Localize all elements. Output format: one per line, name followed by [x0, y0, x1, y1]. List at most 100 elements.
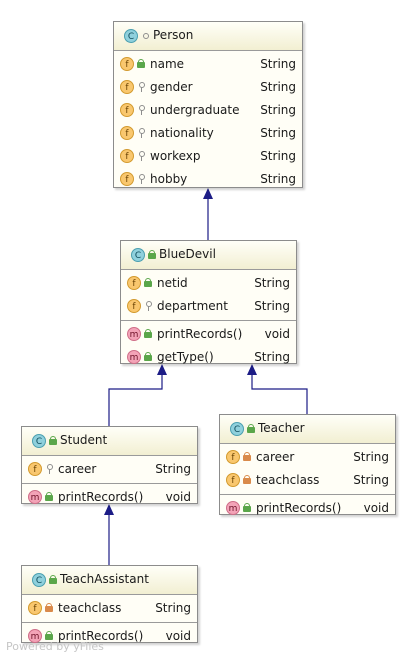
class-header[interactable]: C TeachAssistant	[22, 566, 197, 595]
member-type: String	[260, 126, 296, 140]
class-header-icons: C	[124, 29, 150, 43]
package-private-icon	[137, 128, 146, 138]
inheritance-teachassistant-to-student	[104, 504, 114, 565]
field-row[interactable]: f career String	[220, 446, 395, 469]
public-icon	[49, 436, 58, 446]
member-name: career	[256, 450, 295, 464]
member-name: teachclass	[58, 601, 122, 615]
member-name: department	[157, 299, 228, 313]
public-icon	[144, 352, 153, 362]
member-name: netid	[157, 276, 188, 290]
method-icon: m	[127, 350, 141, 364]
public-icon	[247, 424, 256, 434]
field-icon: f	[120, 57, 134, 71]
member-icons: f	[120, 172, 146, 186]
class-kind-icon: C	[230, 422, 244, 436]
member-type: String	[353, 473, 389, 487]
member-type: String	[260, 172, 296, 186]
package-private-icon	[144, 301, 153, 311]
public-icon	[144, 329, 153, 339]
edge-line	[251, 374, 308, 414]
member-type: void	[165, 490, 191, 504]
member-icons: f	[28, 601, 54, 615]
class-kind-icon: C	[32, 573, 46, 587]
field-icon: f	[120, 126, 134, 140]
package-private-icon	[137, 151, 146, 161]
class-name: TeachAssistant	[60, 572, 149, 586]
public-icon	[49, 575, 58, 585]
member-name: workexp	[150, 149, 201, 163]
member-icons: m	[226, 501, 252, 515]
public-icon	[45, 631, 54, 641]
watermark: Powered by yFiles	[6, 640, 104, 653]
package-private-icon	[137, 82, 146, 92]
field-icon: f	[127, 276, 141, 290]
method-icon: m	[28, 629, 42, 643]
field-row[interactable]: f netid String	[121, 272, 296, 295]
inheritance-teacher-to-bluedevil	[247, 364, 308, 414]
edge-line	[108, 374, 163, 426]
member-type: String	[260, 80, 296, 94]
method-icon: m	[28, 490, 42, 504]
inheritance-student-to-bluedevil	[108, 364, 167, 426]
public-icon	[144, 278, 153, 288]
class-kind-icon: C	[124, 29, 138, 43]
member-icons: m	[28, 490, 54, 504]
public-icon	[148, 250, 157, 260]
member-icons: f	[120, 103, 146, 117]
field-icon: f	[28, 601, 42, 615]
member-type: String	[353, 450, 389, 464]
member-type: void	[363, 501, 389, 515]
member-name: gender	[150, 80, 193, 94]
field-icon: f	[226, 450, 240, 464]
method-icon: m	[226, 501, 240, 515]
member-icons: f	[127, 276, 153, 290]
member-name: nationality	[150, 126, 214, 140]
member-icons: f	[226, 450, 252, 464]
member-icons: m	[28, 629, 54, 643]
public-icon	[243, 503, 252, 513]
member-icons: f	[120, 80, 146, 94]
method-icon: m	[127, 327, 141, 341]
public-icon	[45, 492, 54, 502]
member-icons: m	[127, 327, 153, 341]
field-row[interactable]: f nationality String	[114, 122, 302, 145]
member-name: getType()	[157, 350, 214, 364]
member-icons: f	[120, 57, 146, 71]
field-icon: f	[120, 80, 134, 94]
member-type: String	[254, 276, 290, 290]
package-private-icon	[137, 105, 146, 115]
field-icon: f	[120, 172, 134, 186]
class-header-icons: C	[32, 573, 58, 587]
field-row[interactable]: f gender String	[114, 76, 302, 99]
member-name: printRecords()	[58, 629, 144, 643]
member-icons: m	[127, 350, 153, 364]
